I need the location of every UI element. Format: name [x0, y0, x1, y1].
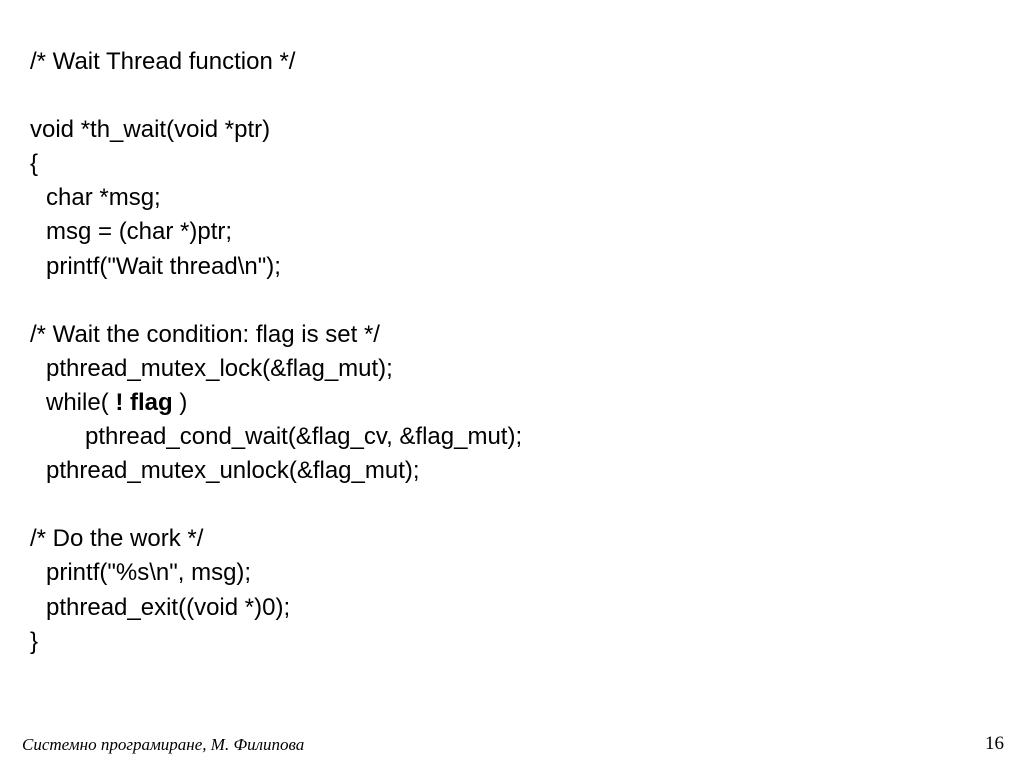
code-line-while: while( ! flag ): [30, 386, 990, 420]
while-suffix: ): [172, 388, 188, 416]
code-line-printf-wait: printf("Wait thread\n");: [46, 252, 281, 280]
code-line-declare-msg: char *msg;: [46, 184, 161, 212]
code-line-blank: [30, 79, 990, 113]
code-line-close-brace: }: [30, 627, 39, 655]
code-line-open-brace: {: [30, 150, 39, 178]
code-line-comment-condition: /* Wait the condition: flag is set */: [30, 320, 380, 348]
while-prefix: while(: [46, 388, 116, 416]
code-line-blank: [30, 488, 990, 522]
code-line-comment-work: /* Do the work */: [30, 525, 204, 553]
code-line-comment-title: /* Wait Thread function */: [30, 48, 296, 75]
code-line-mutex-lock: pthread_mutex_lock(&flag_mut);: [46, 354, 393, 382]
page-number: 16: [985, 733, 1004, 754]
code-line-printf-msg: printf("%s\n", msg);: [46, 559, 252, 587]
code-line-cond-wait: pthread_cond_wait(&flag_cv, &flag_mut);: [85, 423, 523, 451]
code-line-blank: [30, 284, 990, 318]
code-line-thread-exit: pthread_exit((void *)0);: [46, 593, 291, 621]
code-line-function-signature: void *th_wait(void *ptr): [30, 116, 271, 144]
while-condition: ! flag: [115, 388, 173, 416]
code-line-assign-msg: msg = (char *)ptr;: [46, 218, 233, 246]
code-listing: /* Wait Thread function */ void *th_wait…: [30, 45, 990, 659]
footer-author: Системно програмиране, М. Филипова: [22, 735, 305, 754]
code-line-mutex-unlock: pthread_mutex_unlock(&flag_mut);: [46, 457, 420, 485]
